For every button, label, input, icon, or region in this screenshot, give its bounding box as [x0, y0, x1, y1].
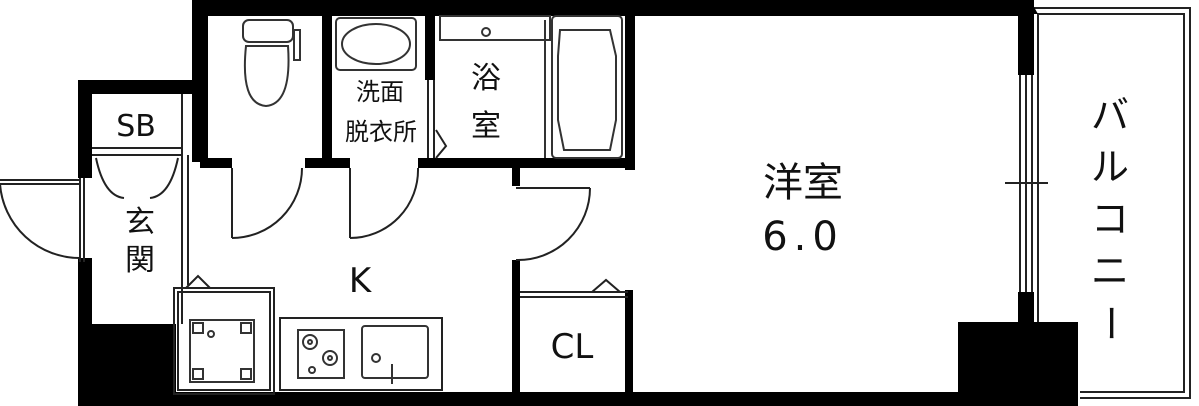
balcony-label-char: コ [1091, 197, 1129, 241]
washbasin-fixture [335, 17, 417, 71]
sink-fixture [361, 325, 429, 384]
room-label-senmen-2: 脱衣所 [345, 118, 417, 146]
room-label-sb: SB [116, 109, 156, 144]
room-label-kitchen: K [349, 261, 373, 301]
partitions [92, 94, 628, 395]
room-size-western-room: 6.0 [762, 214, 844, 260]
room-label-closet: CL [551, 327, 594, 367]
stove-fixture [297, 329, 345, 379]
window [1005, 75, 1048, 292]
walls [78, 0, 1078, 406]
doors [0, 80, 591, 262]
balcony-label-char: ル [1091, 145, 1129, 189]
room-label-senmen-1: 洗面 [356, 78, 404, 106]
room-label-western-room: 洋室 [763, 160, 843, 206]
room-label-genkan-2: 関 [125, 243, 155, 278]
bathtub-fixture [439, 15, 623, 159]
room-label-genkan-1: 玄 [125, 205, 155, 240]
balcony-label-char: バ [1091, 93, 1129, 137]
balcony-label-char: ニ [1091, 249, 1129, 293]
balcony-label-char: ー [1088, 304, 1132, 342]
room-label-bath-1: 浴 [471, 61, 501, 96]
toilet-fixture [242, 19, 301, 108]
laundry-pan [189, 319, 255, 383]
room-label-bath-2: 室 [471, 109, 501, 144]
